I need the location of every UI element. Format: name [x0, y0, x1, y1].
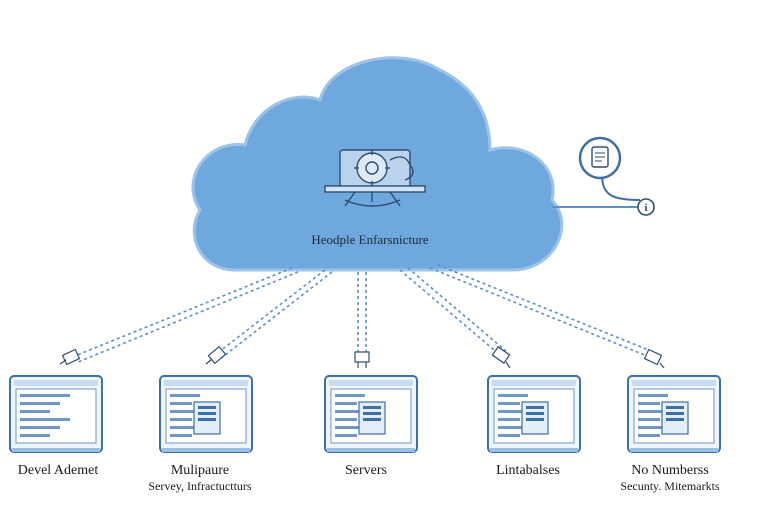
- node-panel-2[interactable]: [159, 375, 253, 453]
- connection-line-1: [69, 267, 293, 359]
- node-panel-1[interactable]: [9, 375, 103, 453]
- node-title-2: Mulipaure: [170, 463, 230, 478]
- connection-line-5: [429, 267, 653, 359]
- document-lock-icon: [591, 146, 609, 168]
- svg-text:i: i: [644, 202, 647, 214]
- connection-line-5b: [437, 264, 657, 354]
- connection-line-2: [214, 269, 326, 356]
- node-subtitle-5: Secunty. Mitemarkts: [620, 479, 720, 493]
- connection-lines: [69, 264, 657, 363]
- node-label-3: Servers: [286, 463, 446, 479]
- node-label-5: No Numberss Secunty. Mitemarkts: [590, 463, 750, 493]
- node-title-3: Servers: [345, 463, 387, 478]
- connection-line-4b: [407, 267, 507, 352]
- node-panel-4[interactable]: [487, 375, 581, 453]
- node-label-2: Mulipaure Servey, Infractuctturs: [120, 463, 280, 493]
- connection-line-2b: [219, 271, 333, 360]
- node-title-4: Lintabalses: [496, 463, 560, 478]
- plug-icon-5: [643, 348, 665, 369]
- connector-icons: [59, 345, 665, 369]
- node-title-1: Devel Ademet: [17, 463, 99, 478]
- node-panel-3[interactable]: [324, 375, 418, 453]
- plug-icon-4: [491, 346, 511, 369]
- cloud-title: Heodple Enfarsnicture: [311, 232, 429, 247]
- plug-icon-1: [59, 348, 81, 366]
- plug-icon-2: [205, 345, 227, 365]
- plug-icon-3: [354, 351, 370, 368]
- external-connector: i: [552, 136, 655, 216]
- connection-line-4: [399, 269, 501, 356]
- node-title-5: No Numberss: [631, 463, 709, 478]
- node-panel-5[interactable]: [627, 375, 721, 453]
- node-panels: [9, 375, 721, 453]
- gear-monitor-icon: [324, 149, 426, 207]
- node-subtitle-2: Servey, Infractuctturs: [148, 479, 252, 493]
- node-label-1: Devel Ademet: [0, 463, 138, 479]
- connection-line-1b: [77, 271, 299, 363]
- node-label-4: Lintabalses: [448, 463, 608, 479]
- info-icon[interactable]: i: [637, 198, 655, 216]
